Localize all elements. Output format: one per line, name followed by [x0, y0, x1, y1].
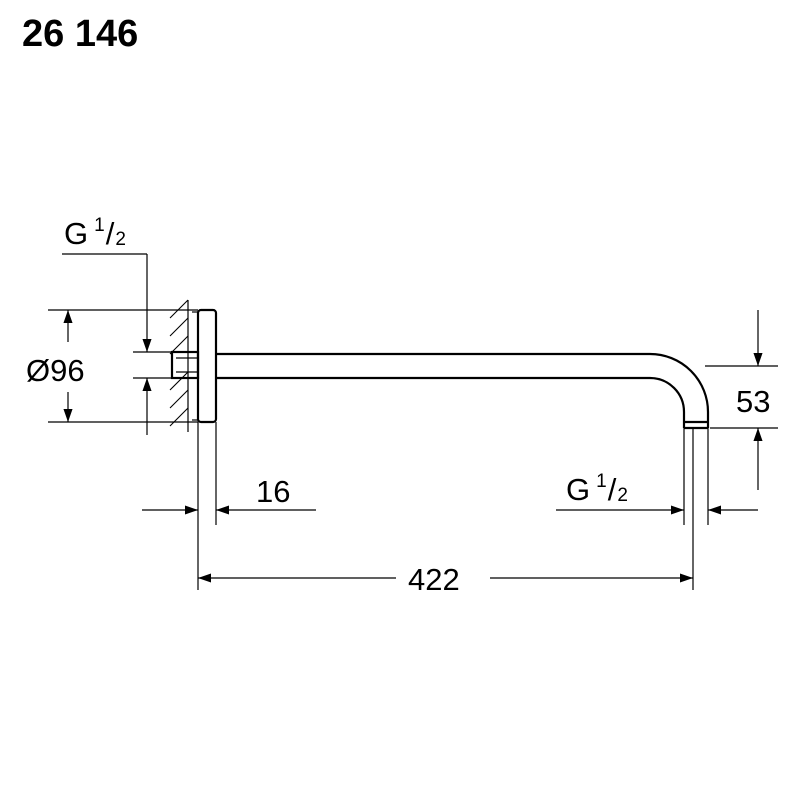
flange: [192, 308, 218, 424]
product-number: 26 146: [22, 13, 139, 55]
dimension-arm-length: 422: [198, 562, 693, 597]
extension-lines: [197, 422, 709, 590]
inlet-thread-stub: [170, 350, 200, 380]
shower-arm: [216, 352, 710, 430]
dimension-drop-height: 53: [705, 310, 778, 490]
flange-diameter-label: Ø96: [26, 353, 85, 388]
flange-depth-label: 16: [256, 474, 290, 509]
arm-length-label: 422: [408, 562, 460, 597]
dimension-flange-depth: 16: [142, 474, 316, 515]
dimension-flange-diameter: Ø96: [26, 309, 198, 423]
drop-height-label: 53: [736, 384, 770, 419]
